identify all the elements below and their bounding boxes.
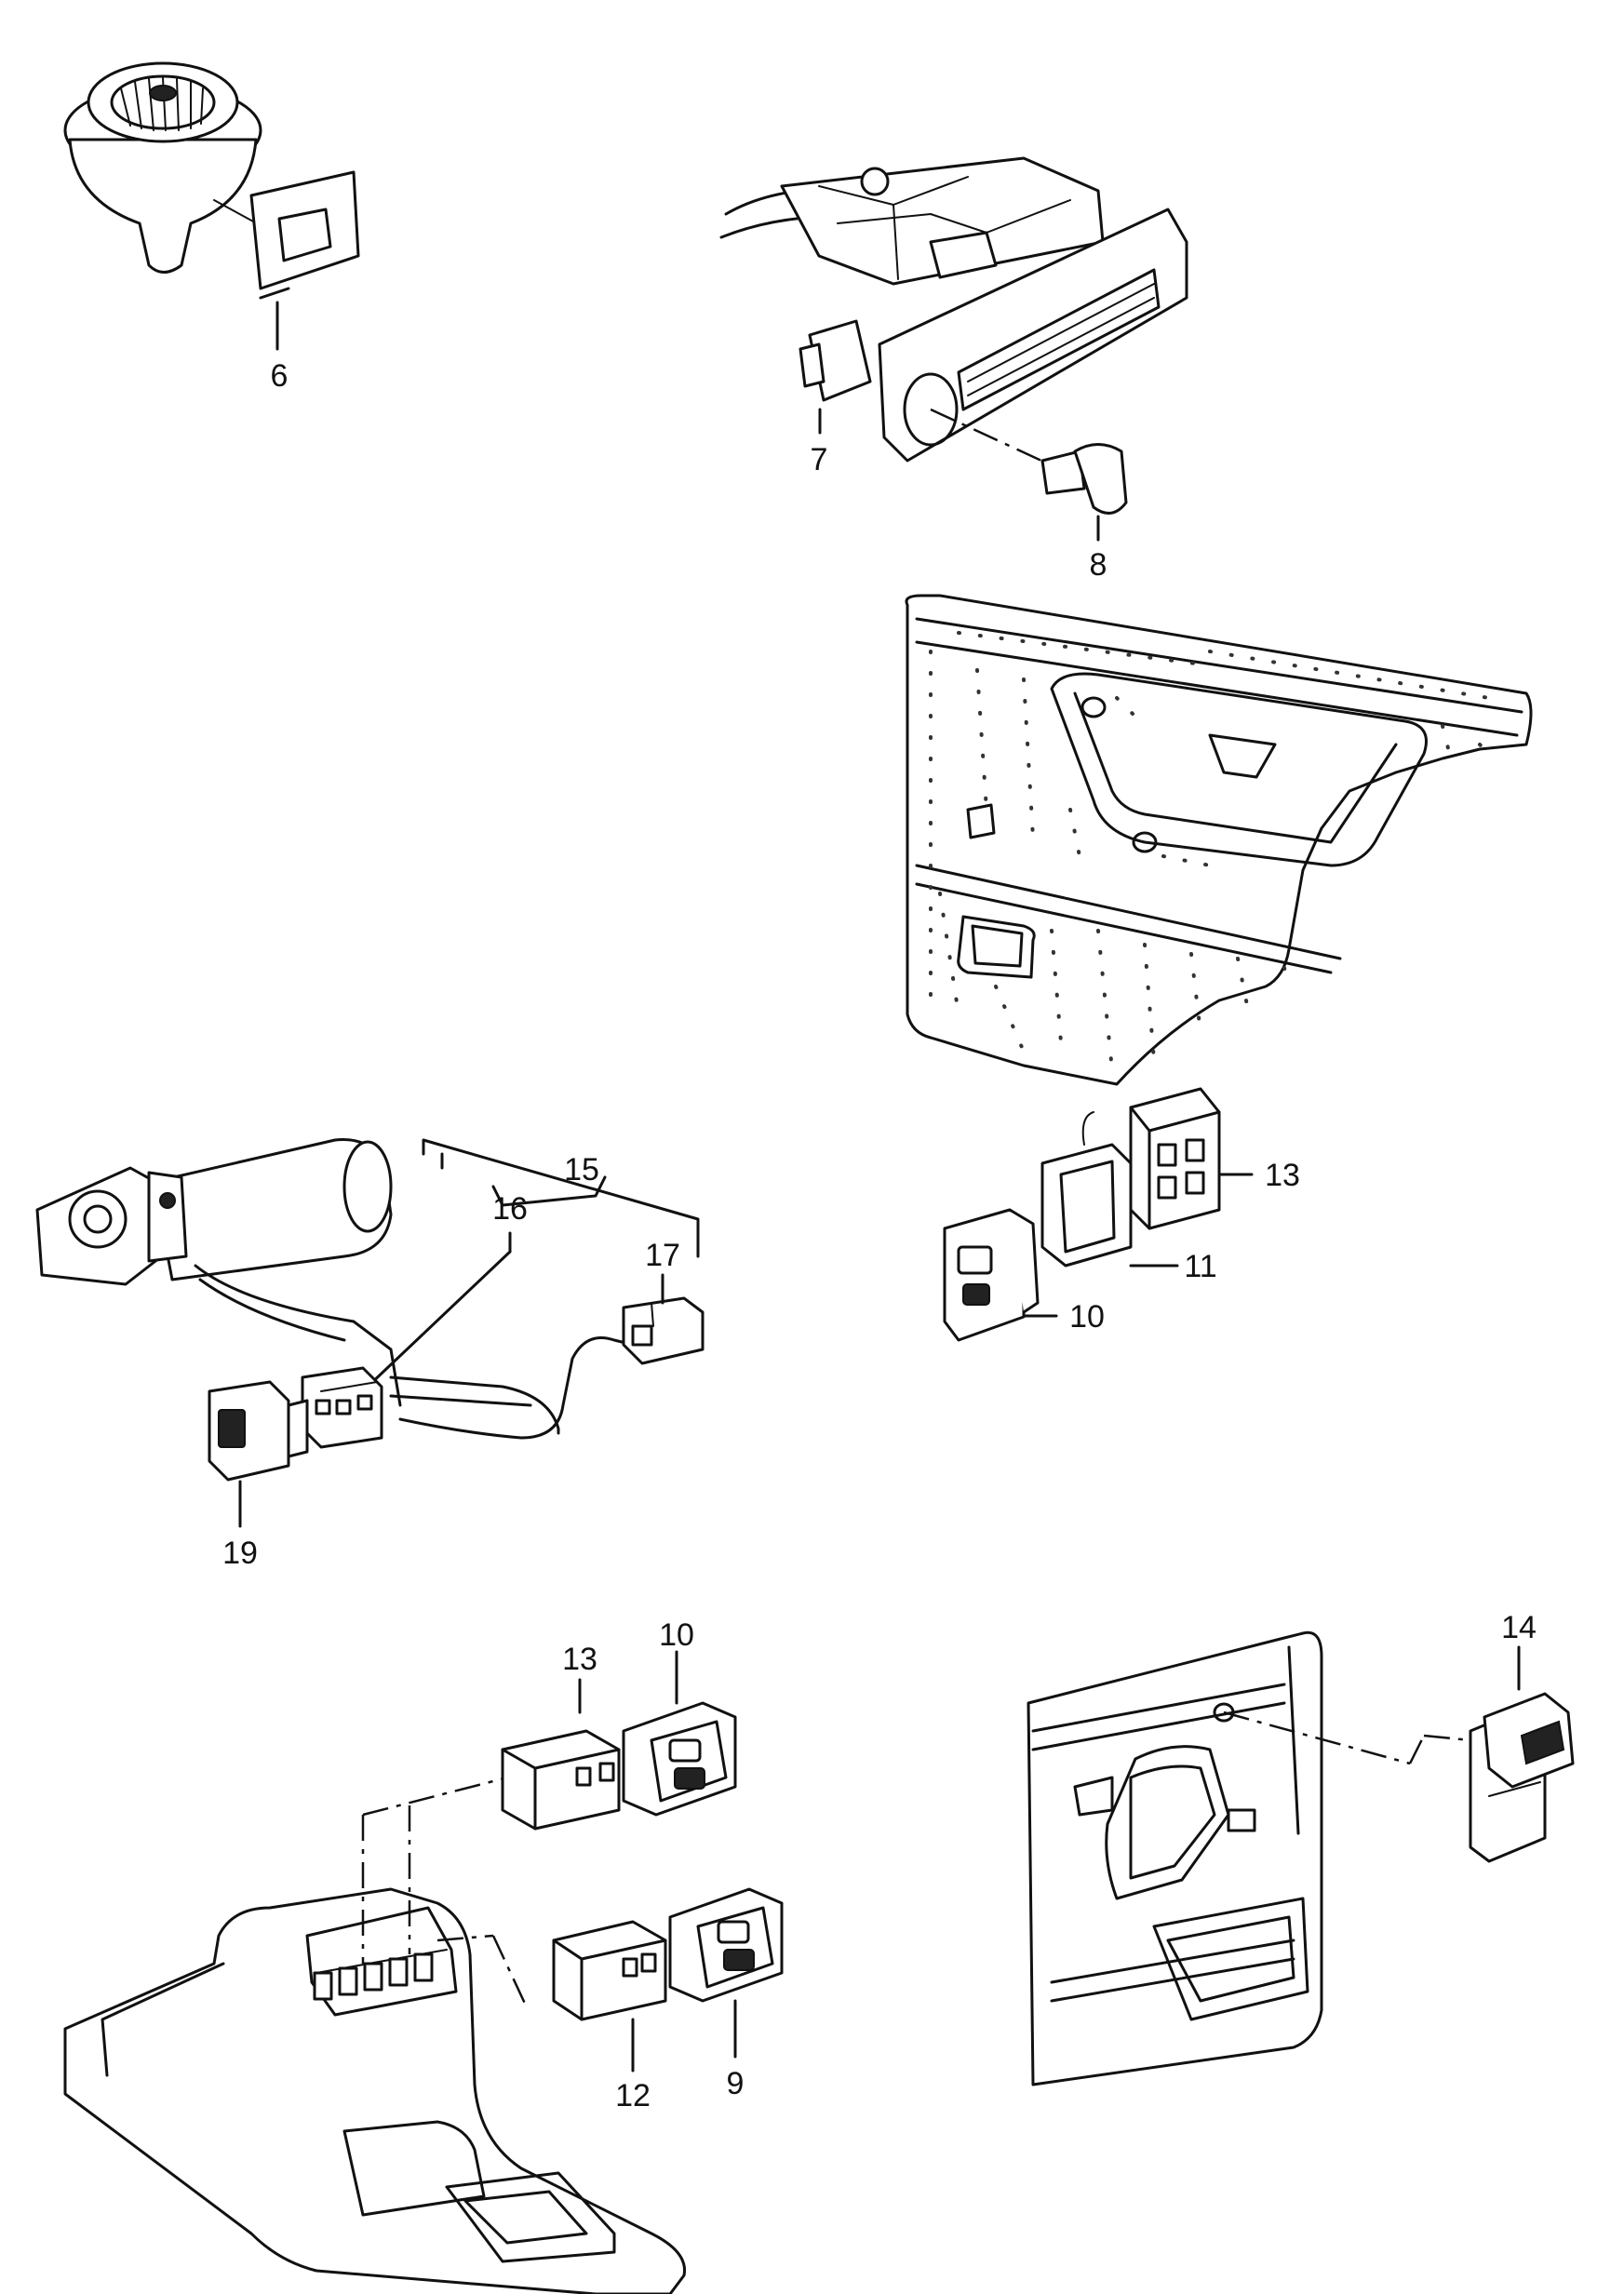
control-knob-8 [1040,443,1128,515]
front-door-panel [1027,1630,1323,2086]
blower-resistor [249,170,360,300]
part-label-13-top: 13 [1265,1158,1300,1193]
connector-17 [622,1296,705,1365]
part-label-6: 6 [271,358,289,394]
part-label-8: 8 [1090,547,1107,583]
part-label-12: 12 [615,2078,651,2113]
part-label-10-right: 10 [1069,1299,1105,1335]
part-label-17: 17 [645,1238,680,1273]
blower-motor-assembly [63,61,266,274]
motor-assembly [35,1138,393,1286]
window-switch-9 [668,1887,784,2003]
window-switch-10 [943,1208,1040,1342]
relay-housing-13 [1129,1087,1221,1230]
door-trim-panel [905,594,1533,1086]
part-label-15: 15 [564,1152,599,1187]
rocker-switch-19 [208,1380,309,1482]
control-switch-7 [799,319,872,402]
switch-frame-11 [1040,1111,1133,1268]
part-label-11: 11 [1184,1249,1216,1284]
connector-16 [301,1366,383,1449]
part-label-13-lower: 13 [562,1642,597,1677]
wiring-harness-15 [194,1138,700,1440]
part-label-14: 14 [1501,1610,1537,1645]
heater-control-assembly [719,156,1105,286]
heater-control-panel [878,208,1188,463]
part-label-16: 16 [492,1191,528,1227]
window-switch-10-lower [622,1701,737,1817]
part-label-19: 19 [222,1536,258,1571]
center-console [63,1887,687,2294]
part-label-9: 9 [727,2066,745,2101]
relay-housing-13-lower [501,1729,621,1831]
relay-housing-12 [552,1920,667,2021]
part-label-7: 7 [811,442,828,477]
part-label-10-lower: 10 [659,1617,694,1653]
door-switch-14 [1469,1692,1575,1863]
